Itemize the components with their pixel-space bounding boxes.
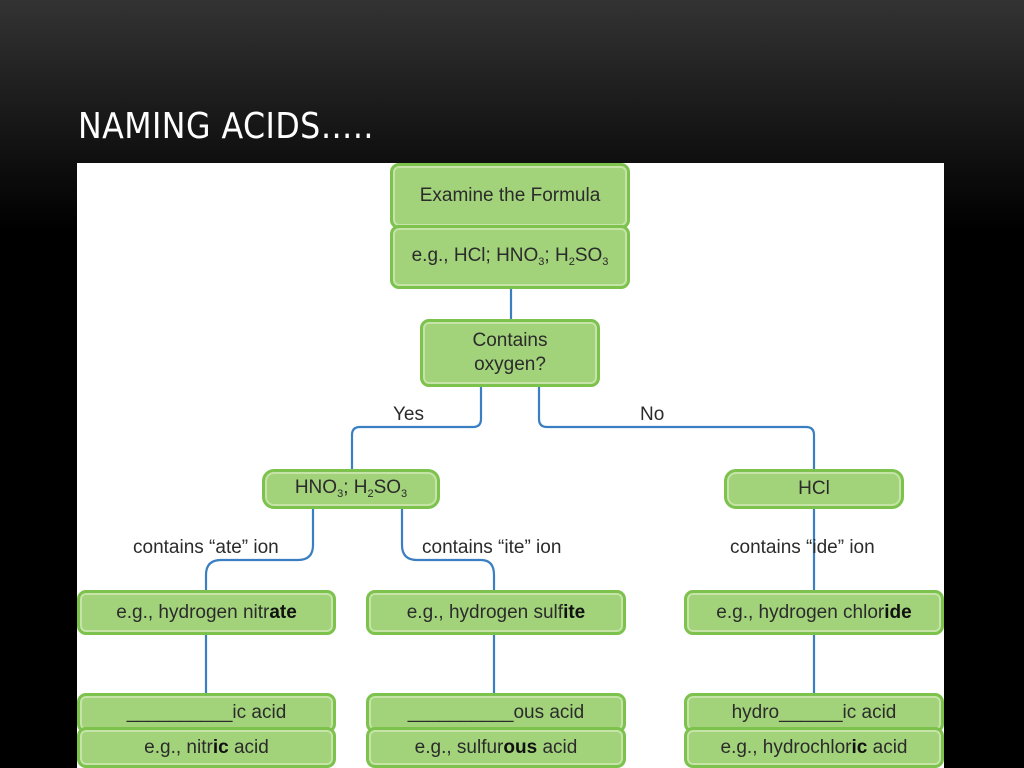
ite-ion-label: contains “ite” ion <box>422 537 562 558</box>
ous-acid-rule: __________ous acid <box>407 702 585 724</box>
nitric-acid-box: e.g., nitric acid <box>77 727 336 768</box>
hydrogen-chloride-box: e.g., hydrogen chloride <box>684 590 944 635</box>
connector-ate-branch <box>204 509 315 590</box>
examine-example-box: e.g., HCl; HNO3; H2SO3 <box>390 225 630 289</box>
flowchart-connectors <box>204 289 816 693</box>
oxyacid-formulas-text: HNO3; H2SO3 <box>294 477 408 501</box>
ide-ion-label: contains “ide” ion <box>730 537 875 558</box>
hcl-box: HCl <box>724 469 904 509</box>
flowchart-panel: Examine the Formula e.g., HCl; HNO3; H2S… <box>77 163 944 768</box>
connector-no-branch <box>537 387 816 469</box>
sulfurous-acid-box: e.g., sulfurous acid <box>366 727 626 768</box>
hydrogen-sulfite-box: e.g., hydrogen sulfite <box>366 590 626 635</box>
examine-formula-box: Examine the Formula <box>390 163 630 229</box>
hydrogen-nitrate-box: e.g., hydrogen nitrate <box>77 590 336 635</box>
connector-ite-branch <box>400 509 496 590</box>
no-label: No <box>640 404 665 425</box>
hydrochloric-acid-box: e.g., hydrochloric acid <box>684 727 944 768</box>
yes-label: Yes <box>393 404 424 425</box>
ic-acid-rule: __________ic acid <box>126 702 287 724</box>
connector-yes-branch <box>350 387 483 469</box>
hcl-label: HCl <box>798 478 830 500</box>
decision-line-2: oxygen? <box>474 354 546 375</box>
hydro-ic-acid-rule: hydro______ic acid <box>731 702 897 724</box>
slide-title: NAMING ACIDS….. <box>78 106 374 147</box>
examine-formula-title: Examine the Formula <box>419 185 601 207</box>
ate-ion-label: contains “ate” ion <box>133 537 279 558</box>
decision-line-1: Contains <box>472 330 548 352</box>
examine-example-text: e.g., HCl; HNO3; H2SO3 <box>411 245 609 269</box>
oxyacid-formulas-box: HNO3; H2SO3 <box>262 469 440 509</box>
